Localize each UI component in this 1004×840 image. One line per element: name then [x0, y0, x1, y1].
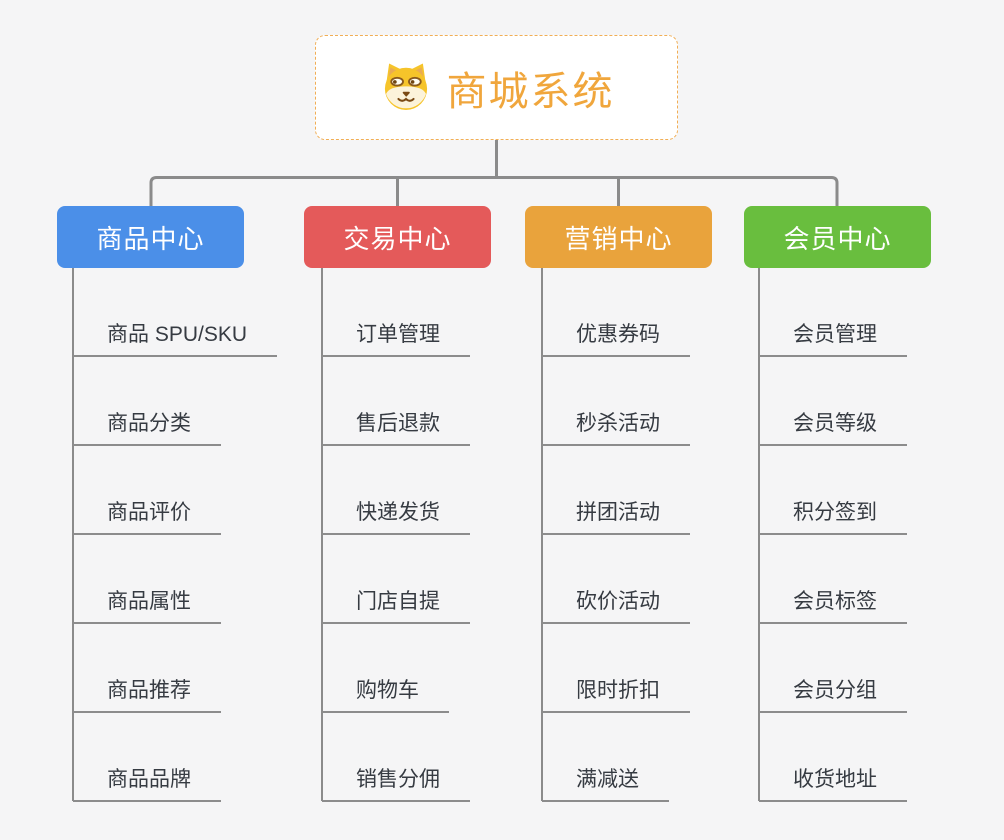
- child-node[interactable]: 会员等级: [759, 412, 907, 446]
- child-node[interactable]: 商品 SPU/SKU: [73, 323, 278, 357]
- branch-label: 交易中心: [343, 223, 452, 254]
- child-node[interactable]: 秒杀活动: [542, 412, 690, 446]
- branch-node-member-center[interactable]: 会员中心: [744, 206, 931, 268]
- branch-label: 商品中心: [96, 223, 205, 254]
- child-node[interactable]: 优惠券码: [542, 323, 690, 357]
- child-node[interactable]: 门店自提: [322, 590, 470, 624]
- branch-node-product-center[interactable]: 商品中心: [57, 206, 244, 268]
- child-node[interactable]: 限时折扣: [542, 679, 690, 713]
- child-node[interactable]: 售后退款: [322, 412, 470, 446]
- child-node[interactable]: 收货地址: [759, 768, 907, 802]
- child-node[interactable]: 满减送: [542, 768, 669, 802]
- child-node[interactable]: 商品分类: [73, 412, 221, 446]
- root-node-label: 商城系统: [446, 69, 615, 114]
- child-node[interactable]: 购物车: [322, 679, 449, 713]
- branch-label: 营销中心: [564, 223, 673, 254]
- child-node[interactable]: 商品品牌: [73, 768, 221, 802]
- child-node[interactable]: 砍价活动: [542, 590, 690, 624]
- branch-node-trade-center[interactable]: 交易中心: [304, 206, 491, 268]
- child-node[interactable]: 商品属性: [73, 590, 221, 624]
- child-node[interactable]: 快递发货: [322, 501, 470, 535]
- child-node[interactable]: 积分签到: [759, 501, 907, 535]
- doge-face-icon: [384, 63, 427, 110]
- child-node[interactable]: 销售分佣: [322, 768, 470, 802]
- branch-node-marketing-center[interactable]: 营销中心: [525, 206, 712, 268]
- child-node[interactable]: 拼团活动: [542, 501, 690, 535]
- root-node[interactable]: 商城系统: [315, 35, 678, 140]
- child-node[interactable]: 订单管理: [322, 323, 470, 357]
- child-node[interactable]: 会员标签: [759, 590, 907, 624]
- branch-label: 会员中心: [783, 223, 892, 254]
- child-node[interactable]: 商品评价: [73, 501, 221, 535]
- child-node[interactable]: 会员管理: [759, 323, 907, 357]
- child-node[interactable]: 商品推荐: [73, 679, 221, 713]
- child-node[interactable]: 会员分组: [759, 679, 907, 713]
